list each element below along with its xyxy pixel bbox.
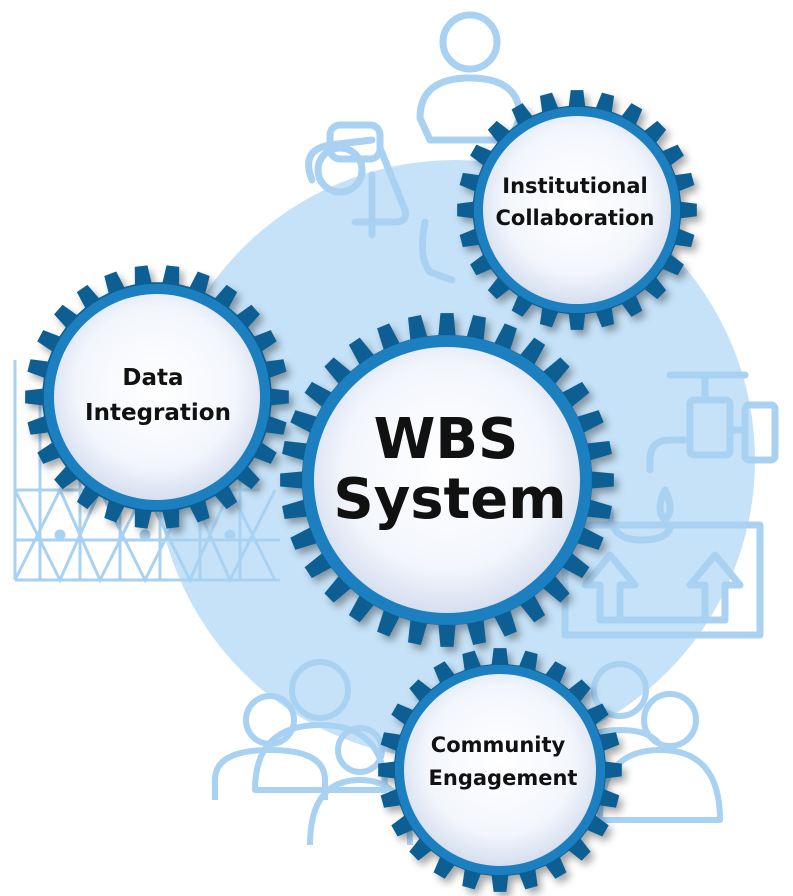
people-collaborating-icon xyxy=(305,11,524,284)
water-tap-icon xyxy=(561,371,779,639)
community-gear-face xyxy=(404,674,596,866)
data-gear-face xyxy=(54,294,260,500)
institutional-gear-label: Institutional Collaboration xyxy=(495,174,654,230)
data-gear xyxy=(25,265,289,529)
center-gear xyxy=(280,313,614,647)
community-gear-label: Community Engagement xyxy=(429,733,578,790)
community-gear-line2: Engagement xyxy=(429,766,578,790)
institutional-gear-face xyxy=(483,116,671,304)
center-gear-line2: System xyxy=(333,467,566,532)
center-gear-label: WBS System xyxy=(333,407,566,532)
institutional-gear-line1: Institutional xyxy=(502,174,647,198)
community-gear xyxy=(378,648,622,892)
data-gear-line1: Data xyxy=(122,365,183,391)
center-gear-face xyxy=(314,347,580,613)
center-gear-line1: WBS xyxy=(374,407,519,472)
community-gear-line1: Community xyxy=(431,733,566,757)
data-gear-label: Data Integration xyxy=(85,365,231,426)
data-gear-line2: Integration xyxy=(85,400,231,426)
institutional-gear xyxy=(457,90,697,330)
institutional-gear-line2: Collaboration xyxy=(495,206,654,230)
